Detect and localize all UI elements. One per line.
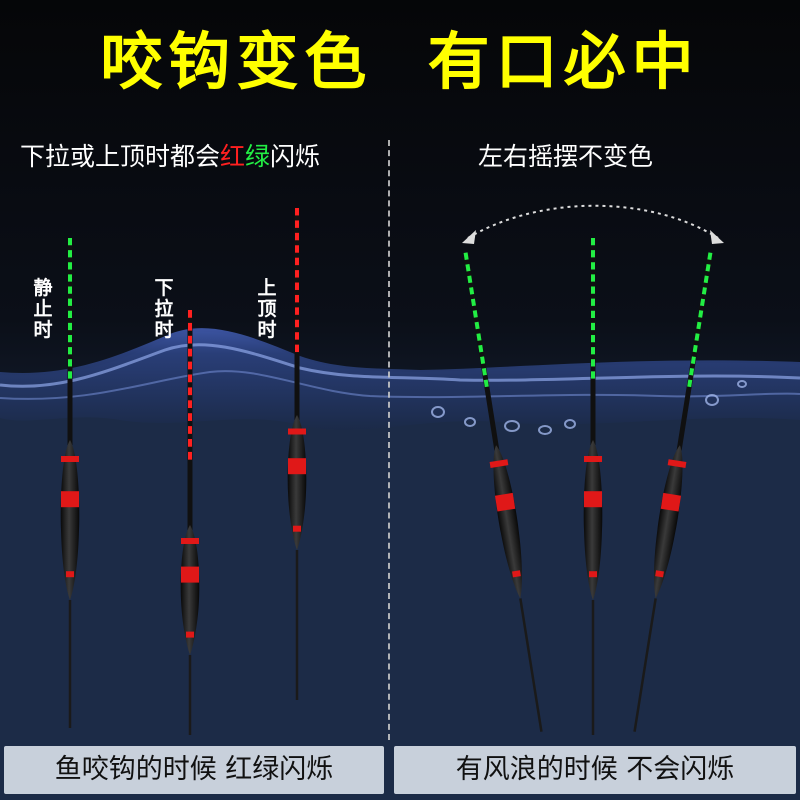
float-tip-segment xyxy=(469,287,475,295)
float-body xyxy=(60,440,80,600)
label-push-up: 上顶时 xyxy=(257,277,277,341)
float-stem xyxy=(633,598,657,732)
float-tip-segment xyxy=(694,333,700,341)
float-tip-segment xyxy=(483,379,489,388)
float-tip-segment xyxy=(690,356,696,364)
float-static xyxy=(60,238,80,728)
float-tip-segment xyxy=(478,344,484,353)
float-tip-segment xyxy=(472,310,478,318)
left-caption-red: 红 xyxy=(220,142,246,171)
float-tip-segment xyxy=(700,298,706,307)
bubbles xyxy=(431,380,747,435)
float-red-band xyxy=(186,631,194,638)
float-red-band xyxy=(655,570,664,578)
swing-arc xyxy=(467,204,719,239)
swing-arrow-right xyxy=(710,230,724,244)
float-tip-segment xyxy=(696,321,702,330)
float-red-band xyxy=(667,459,687,468)
float-body xyxy=(180,525,200,655)
float-red-band xyxy=(181,538,199,544)
float-tip-segment xyxy=(481,367,487,376)
float-tip-segment xyxy=(480,356,486,364)
wave-highlight xyxy=(0,343,800,388)
float-tip-segment xyxy=(692,344,698,353)
float-red-band xyxy=(494,492,516,512)
water-body xyxy=(0,331,800,800)
float-body xyxy=(654,445,683,599)
label-static: 静止时 xyxy=(33,277,53,341)
float-tip-segment xyxy=(465,263,471,272)
float-red-band xyxy=(288,458,306,475)
float-push-up xyxy=(287,208,307,700)
float-red-band xyxy=(61,491,79,508)
float-tip-segment xyxy=(687,379,693,388)
float-red-band xyxy=(293,525,301,532)
float-tip-segment xyxy=(698,310,704,318)
label-pull-down: 下拉时 xyxy=(154,277,174,341)
float-tip-segment xyxy=(463,252,469,260)
bottom-caption-right: 有风浪的时候 不会闪烁 xyxy=(394,746,796,794)
left-caption-suffix: 闪烁 xyxy=(270,142,321,171)
float-red-band xyxy=(512,570,521,578)
float-stem xyxy=(519,598,543,732)
float-body xyxy=(493,445,522,599)
right-caption: 左右摇摆不变色 xyxy=(478,142,654,171)
swing-arrow-left xyxy=(462,230,476,244)
left-caption-prefix: 下拉或上顶时都会 xyxy=(20,142,221,171)
float-tip-segment xyxy=(705,263,711,272)
float-red-band xyxy=(584,491,602,508)
bottom-caption-left: 鱼咬钩的时候 红绿闪烁 xyxy=(4,746,384,794)
float-red-band xyxy=(181,566,199,583)
float-red-band xyxy=(66,571,74,578)
float-body xyxy=(583,440,603,600)
float-tip-segment xyxy=(474,321,480,330)
float-tip-segment xyxy=(701,287,707,295)
float-swing-right xyxy=(633,252,713,732)
float-tip-segment xyxy=(476,333,482,341)
float-red-band xyxy=(660,492,682,512)
float-tip-segment xyxy=(703,275,709,284)
float-tip-segment xyxy=(689,367,695,376)
float-tip-segment xyxy=(467,275,473,284)
float-swing-center xyxy=(583,238,603,735)
float-pull-down xyxy=(180,310,200,735)
section-divider xyxy=(388,140,390,740)
float-red-band xyxy=(288,428,306,435)
float-swing-left xyxy=(463,252,543,732)
float-red-band xyxy=(589,571,597,578)
float-red-band xyxy=(61,456,79,462)
float-body xyxy=(287,415,307,550)
headline: 咬钩变色 有口必中 xyxy=(100,25,700,98)
float-tip-segment xyxy=(470,298,476,307)
float-tip-segment xyxy=(707,252,713,260)
float-red-band xyxy=(489,459,509,468)
left-caption: 下拉或上顶时都会红绿闪烁 xyxy=(20,142,320,172)
left-caption-green: 绿 xyxy=(245,142,271,171)
float-red-band xyxy=(584,456,602,462)
